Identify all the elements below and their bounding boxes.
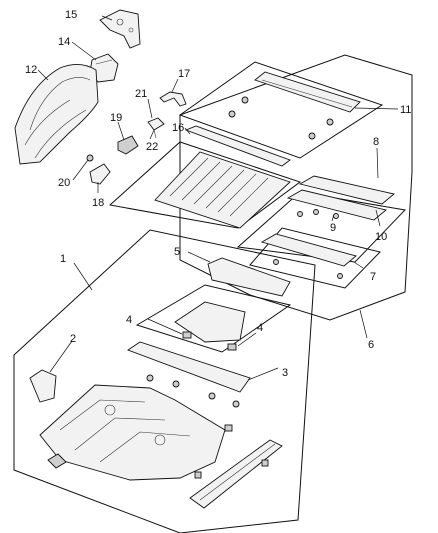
panel-outline-rear-floor-group — [179, 54, 413, 321]
part-7-crossmember — [260, 233, 357, 279]
part-4-brackets — [174, 301, 246, 351]
callout-18: 18 — [92, 197, 104, 209]
part-2-bracket — [29, 369, 57, 403]
part-18-bracket — [89, 163, 111, 185]
part-12-wheelhouse-liner — [14, 64, 99, 165]
panel-outline-rear-sill — [178, 61, 384, 159]
part-10-crossmembers — [286, 175, 395, 221]
callout-9: 9 — [330, 222, 336, 234]
callout-19: 19 — [110, 112, 122, 124]
part-5-crossmember — [207, 257, 291, 297]
part-11-rear-sill — [184, 71, 361, 167]
part-21-clip — [147, 117, 165, 139]
callout-16: 16 — [172, 122, 184, 134]
callout-20: 20 — [58, 177, 70, 189]
panel-outline-main-floor — [13, 229, 316, 533]
callout-11: 11 — [400, 104, 411, 116]
callout-12: 12 — [25, 64, 37, 76]
panel-outline-rear-floor-pan — [108, 141, 302, 229]
callout-21: 21 — [135, 88, 147, 100]
callout-2: 2 — [70, 333, 76, 345]
part-1-floor-pan — [39, 384, 226, 481]
callout-15: 15 — [65, 9, 77, 21]
part-rear-floor-pan — [154, 151, 291, 229]
callout-4-right: 4 — [257, 322, 263, 334]
callout-17: 17 — [178, 68, 190, 80]
callout-3: 3 — [282, 367, 288, 379]
part-17-strap — [159, 91, 187, 107]
part-15-bracket — [99, 9, 141, 49]
callout-1: 1 — [60, 253, 66, 265]
part-3-crossmember — [127, 341, 251, 408]
callout-22: 22 — [146, 141, 158, 153]
panel-outline-front-crossmember — [135, 284, 292, 353]
callout-8: 8 — [373, 136, 379, 148]
part-20-bolt — [86, 154, 94, 162]
callout-7: 7 — [370, 271, 376, 283]
callout-4-left: 4 — [126, 314, 132, 326]
callout-5: 5 — [174, 246, 180, 258]
part-sill-rail — [189, 424, 283, 509]
part-19-bracket — [117, 135, 139, 155]
callout-14: 14 — [58, 36, 70, 48]
leader-lines — [37, 15, 399, 381]
callout-6: 6 — [368, 339, 374, 351]
callout-10: 10 — [375, 231, 387, 243]
